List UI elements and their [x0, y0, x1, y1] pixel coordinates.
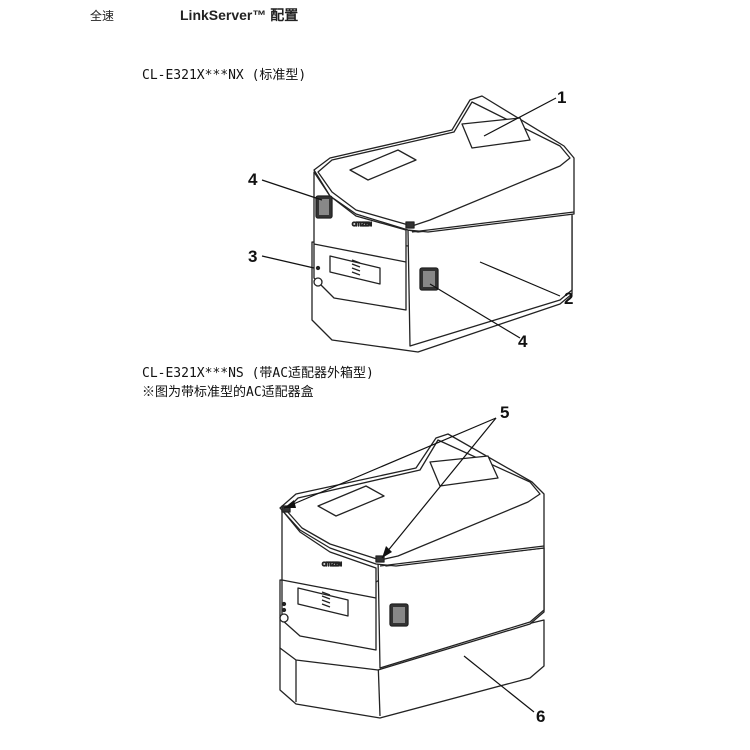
linkserver-config-label: LinkServer™ 配置 — [180, 7, 299, 23]
callout-nx-2: 2 — [564, 289, 573, 308]
nx-paper-exit — [329, 255, 381, 285]
page-header-fragment: 全速 LinkServer™ 配置 — [0, 0, 750, 23]
caption-nx: CL-E321X***NX (标准型) — [142, 68, 307, 83]
ns-lid-window-1 — [317, 485, 385, 517]
callout-ns-6: 6 — [536, 707, 545, 726]
ns-brand-logo: CITIZEN — [322, 562, 342, 568]
callout-nx-4-top: 4 — [248, 170, 258, 189]
nx-lid-window-2 — [461, 117, 531, 149]
printer-nx-drawing: CITIZEN — [311, 95, 575, 353]
nx-lid-window-1 — [349, 149, 417, 181]
ns-power-button — [279, 613, 289, 623]
ns-paper-exit — [297, 587, 349, 617]
caption-ns-note: ※图为带标准型的AC适配器盒 — [142, 385, 314, 400]
callout-nx-1: 1 — [557, 88, 566, 107]
callout-ns-5: 5 — [500, 403, 509, 422]
nx-front-panel — [407, 213, 573, 347]
ns-front-panel — [377, 547, 545, 669]
callout-nx-4-bottom: 4 — [518, 332, 528, 351]
ns-left-side — [281, 509, 377, 651]
caption-ns: CL-E321X***NS (带AC适配器外箱型) — [142, 366, 374, 381]
nx-power-button — [313, 277, 323, 287]
callout-nx-3: 3 — [248, 247, 257, 266]
nx-brand-logo: CITIZEN — [352, 222, 372, 228]
printer-ns-drawing: CITIZEN — [279, 433, 545, 719]
speed-label: 全速 — [90, 9, 115, 23]
